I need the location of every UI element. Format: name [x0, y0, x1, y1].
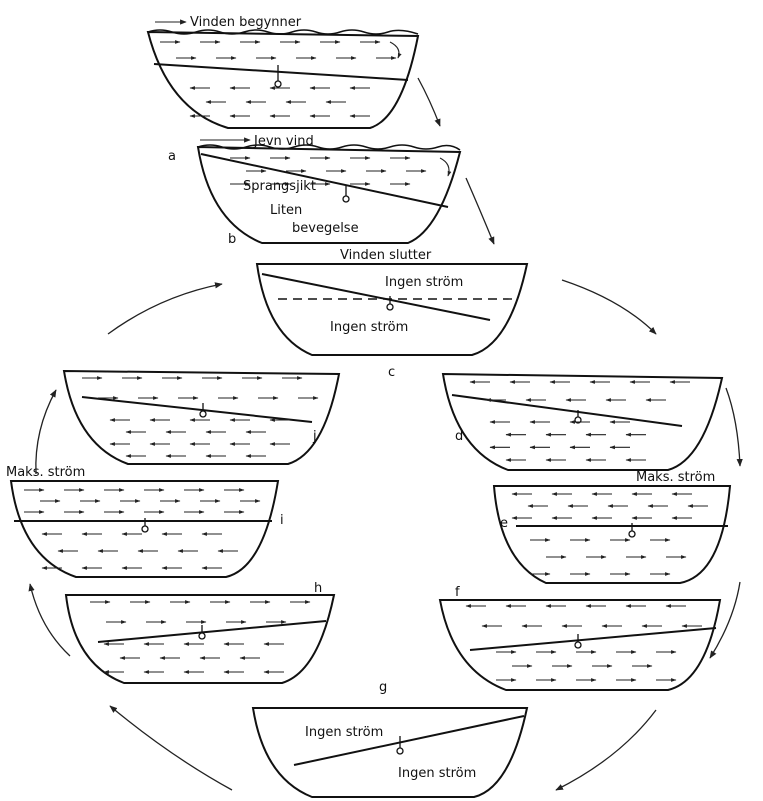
label-jevn-vind: Jevn vind: [253, 134, 314, 149]
cycle-arrows: [28, 77, 743, 791]
arrow-g-to-h: [109, 705, 233, 791]
label-maks-strom-right: Maks. ström: [636, 470, 715, 485]
panel-j: j: [62, 369, 341, 465]
panel-b: Jevn vind Sprangsjikt Liten bevegelse b: [196, 134, 462, 247]
arrow-e-to-f: [709, 581, 741, 659]
arrow-i-to-j: [35, 389, 57, 475]
panel-letter-c: c: [388, 365, 395, 380]
arrow-a-to-b: [417, 77, 441, 127]
panel-letter-a: a: [168, 149, 176, 164]
panel-d: d: [441, 372, 724, 471]
panel-h: h: [64, 581, 336, 684]
label-maks-strom-left: Maks. ström: [6, 465, 85, 480]
arrow-f-to-g: [555, 709, 657, 791]
panel-letter-e: e: [500, 516, 508, 531]
arrow-h-to-i: [28, 583, 71, 657]
panel-e: Maks. ström e: [492, 470, 732, 584]
panel-letter-g: g: [379, 680, 387, 695]
label-vinden-slutter: Vinden slutter: [340, 248, 432, 263]
arrow-c-to-d: [561, 279, 657, 335]
label-ingen-strom-lower: Ingen ström: [330, 320, 408, 335]
panel-letter-i: i: [280, 513, 284, 528]
panel-i: Maks. ström i: [6, 465, 284, 578]
panel-letter-j: j: [312, 429, 317, 444]
panel-c: Vinden slutter Ingen ström Ingen ström c: [255, 248, 529, 380]
arrow-b-to-c: [465, 177, 495, 245]
label-vinden-begynner: Vinden begynner: [190, 15, 302, 30]
panel-f: f: [438, 585, 722, 691]
panel-letter-d: d: [455, 429, 463, 444]
panel-letter-h: h: [314, 581, 322, 596]
label-liten: Liten: [270, 203, 302, 218]
panel-letter-f: f: [455, 585, 460, 600]
label-bevegelse: bevegelse: [292, 221, 359, 236]
label-ingen-strom-upper: Ingen ström: [385, 275, 463, 290]
label-ingen-strom-g-lower: Ingen ström: [398, 766, 476, 781]
label-ingen-strom-g-upper: Ingen ström: [305, 725, 383, 740]
panel-a: Vinden begynner a: [146, 15, 420, 164]
arrow-d-to-e: [725, 387, 743, 467]
arrow-j-to-c: [107, 282, 223, 335]
panel-g: Ingen ström Ingen ström g: [251, 680, 529, 798]
panel-letter-b: b: [228, 232, 236, 247]
label-sprangsjikt: Sprangsjikt: [243, 179, 316, 194]
